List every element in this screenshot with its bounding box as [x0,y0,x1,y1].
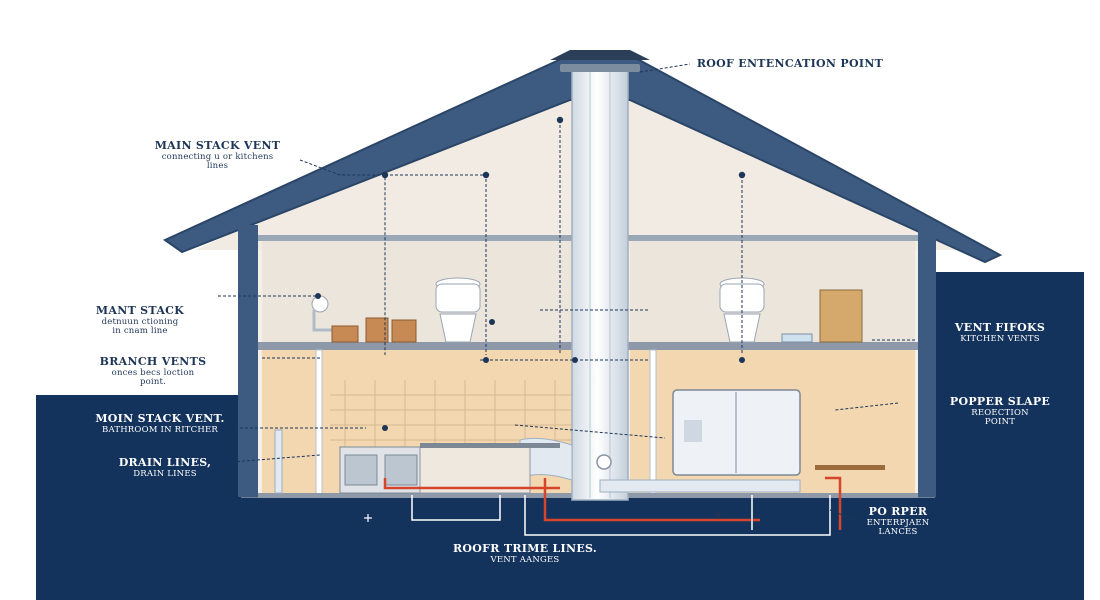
stove-icon [339,446,423,494]
label-vent-fifoks: VENT FIFOKS KITCHEN VENTS [935,321,1065,344]
label-title: VENT FIFOKS [954,321,1046,334]
interior-wall-left [315,349,323,496]
label-sub: REOECTION [971,407,1029,418]
toilet-icon [435,277,481,343]
interior-wall-right [649,349,657,496]
label-popper-slape: POPPER SLAPE REOECTION POINT [935,395,1065,428]
label-sub: detnuun ctioning [101,316,179,327]
cleanout-fitting [596,454,612,470]
leader-dots [315,116,746,518]
side-table [815,465,885,470]
label-sub: ENTERPJAEN [866,517,930,528]
label-sub: BATHROOM IN RITCHER [102,424,218,435]
plus-marker [364,514,372,522]
upper-right-room [630,241,915,344]
label-title: MANT STACK [95,304,185,317]
right-backdrop [935,272,1084,600]
label-title: MOIN STACK VENT. [95,412,225,425]
left-eave [238,225,258,497]
boxes [331,317,417,343]
label-title: DRAIN LINES, [118,456,212,469]
basin [781,333,813,343]
label-mant-stack: MANT STACK detnuun ctioning in cnam line [80,304,200,337]
label-sub: KITCHEN VENTS [960,333,1040,344]
label-main-stack-vent: MAIN STACK VENT connecting u or kitchens… [135,139,300,172]
sink-icon [311,295,332,332]
main-stack-pipe [571,69,629,501]
left-pipe [274,429,283,494]
label-moin-stack: MOIN STACK VENT. BATHROOM IN RITCHER [80,412,240,435]
refrigerator-icon [672,389,801,476]
label-title: ROOFR TRIME LINES. [452,542,598,555]
label-sub: onces becs loction [111,367,195,378]
label-title: ROOF ENTENCATION POINT [696,57,884,70]
label-title: MAIN STACK VENT [154,139,281,152]
label-sub: in cnam line [112,326,168,337]
label-sub: connecting u or kitchens [161,151,274,162]
label-title: BRANCH VENTS [99,355,207,368]
label-sub: POINT [984,417,1016,428]
label-sub: LANCES [878,527,918,538]
label-sub: point. [139,377,167,388]
white-drain-lines [411,495,831,536]
label-roofr-trime: ROOFR TRIME LINES. VENT AANGES [440,542,610,565]
label-title: POPPER SLAPE [949,395,1051,408]
upper-left-room [262,241,577,344]
horizontal-drain-main [599,479,801,493]
right-eave [918,225,936,497]
label-drain-lines: DRAIN LINES, DRAIN LINES [105,456,225,479]
counter [419,446,531,494]
counter-top [420,443,560,448]
label-sub: lines [206,161,229,172]
label-branch-vents: BRANCH VENTS onces becs loction point. [88,355,218,388]
label-roof-point: ROOF ENTENCATION POINT [690,57,890,71]
label-sub: DRAIN LINES [133,468,197,479]
red-drain-lines [383,476,842,530]
cabinet [819,289,863,343]
label-sub: VENT AANGES [490,554,560,565]
roof-cap-icon [550,50,650,72]
label-title: PO RPER [868,505,928,518]
label-po-rper: PO RPER ENTERPJAEN LANCES [848,505,948,538]
